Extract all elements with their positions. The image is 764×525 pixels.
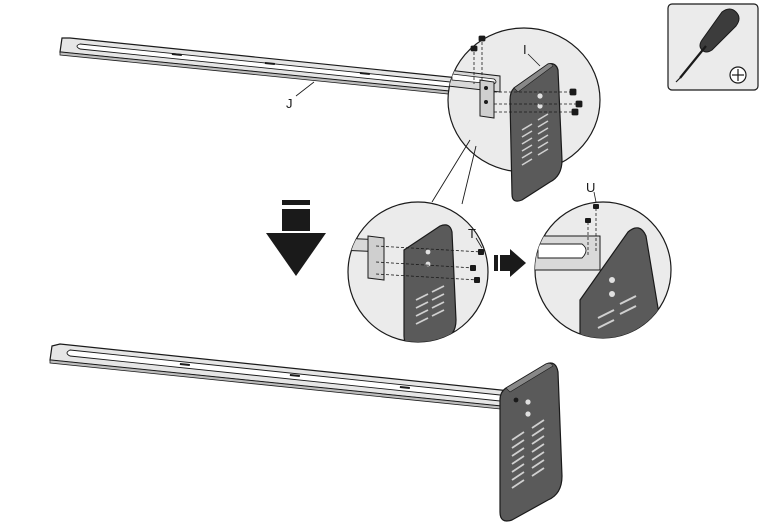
bracket-plate-i — [509, 63, 563, 202]
rail-j-leader — [295, 81, 315, 97]
label-t: T — [468, 226, 476, 241]
label-i: I — [523, 42, 527, 57]
tool-box — [667, 3, 759, 91]
label-u-leader — [593, 191, 597, 203]
label-j: J — [286, 96, 293, 111]
callout-line-left — [431, 139, 471, 203]
label-t-leader — [475, 237, 483, 249]
screws-inset-a — [470, 35, 583, 116]
inset-screws-u — [534, 201, 672, 339]
rail-assembled — [49, 343, 521, 412]
phillips-screwdriver-icon — [675, 8, 740, 83]
phillips-head-icon — [729, 66, 747, 84]
inset-screws-t — [347, 201, 489, 343]
right-arrow-icon — [494, 249, 526, 277]
label-u: U — [586, 180, 595, 195]
callout-line-right — [461, 145, 477, 205]
rail-j-top — [59, 37, 499, 100]
plate-assembled — [499, 362, 563, 522]
label-i-leader — [527, 53, 541, 67]
down-arrow-icon — [266, 200, 326, 276]
